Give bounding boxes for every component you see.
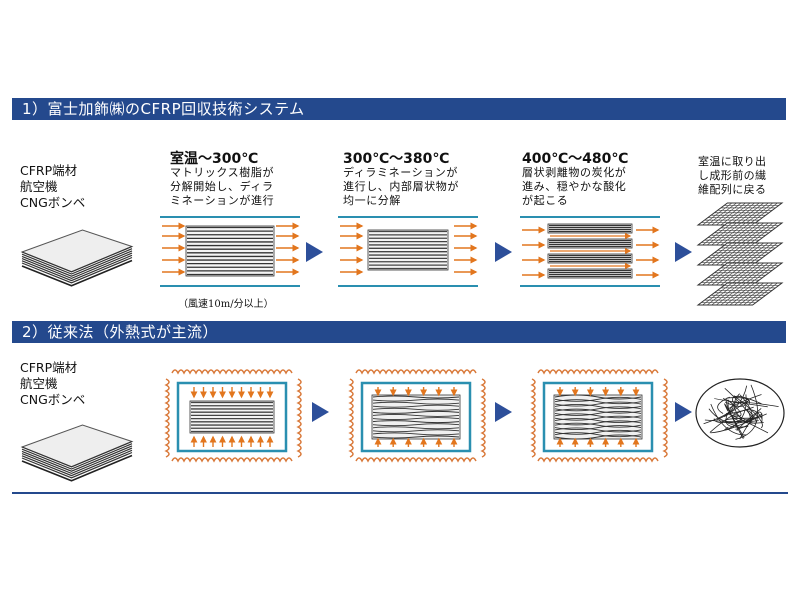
source-item: 航空機 <box>20 179 58 194</box>
flow-arrow-triangle <box>312 402 329 422</box>
stage3-title: 400℃〜480℃ <box>522 151 629 167</box>
section2-header: 2）従来法（外熱式が主流） <box>12 321 786 343</box>
result-desc: 室温に取り出 し成形前の繊 維配列に戻る <box>698 155 767 196</box>
wind-speed-note: （風速10m/分以上） <box>178 299 274 310</box>
recovered-fiber-sheet <box>696 222 784 246</box>
flow-arrow-triangle <box>675 242 692 262</box>
source-item: CNGボンベ <box>20 392 86 407</box>
stage1-desc: マトリックス樹脂が 分解開始し、ディラ ミネーションが進行 <box>170 166 275 207</box>
stage1-figure <box>160 216 300 287</box>
laminate-slab-1 <box>20 229 134 287</box>
recovered-fiber-sheet <box>696 282 784 306</box>
flow-arrow-triangle <box>675 402 692 422</box>
recovered-fiber-sheet <box>696 242 784 266</box>
flow-arrow-triangle <box>495 402 512 422</box>
stage2-desc: ディラミネーションが 進行し、内部層状物が 均一に分解 <box>343 166 459 207</box>
stage3-figure <box>520 216 660 287</box>
stage1-title: 室温〜300℃ <box>170 151 259 167</box>
furnace-stage2 <box>348 369 486 463</box>
section1-source-list: CFRP端材 航空機 CNGボンベ <box>20 163 85 211</box>
recovered-fiber-sheet <box>696 262 784 286</box>
furnace-stage1 <box>164 369 302 463</box>
section1-header: 1）富士加飾㈱のCFRP回収技術システム <box>12 98 786 120</box>
furnace-stage3 <box>530 369 668 463</box>
laminate-slab-2 <box>20 424 134 482</box>
source-item: CNGボンベ <box>20 195 86 210</box>
stage3-desc: 層状剥離物の炭化が 進み、穏やかな酸化 が起こる <box>522 166 627 207</box>
bottom-divider <box>12 492 788 494</box>
section2-source-list: CFRP端材 航空機 CNGボンベ <box>20 360 85 408</box>
recovered-fiber-sheet <box>696 202 784 226</box>
stage2-title: 300℃〜380℃ <box>343 151 450 167</box>
tangled-fiber-result <box>695 378 785 448</box>
flow-arrow-triangle <box>306 242 323 262</box>
source-item: 航空機 <box>20 376 58 391</box>
stage2-figure <box>338 216 478 287</box>
flow-arrow-triangle <box>495 242 512 262</box>
source-item: CFRP端材 <box>20 360 78 375</box>
source-item: CFRP端材 <box>20 163 78 178</box>
